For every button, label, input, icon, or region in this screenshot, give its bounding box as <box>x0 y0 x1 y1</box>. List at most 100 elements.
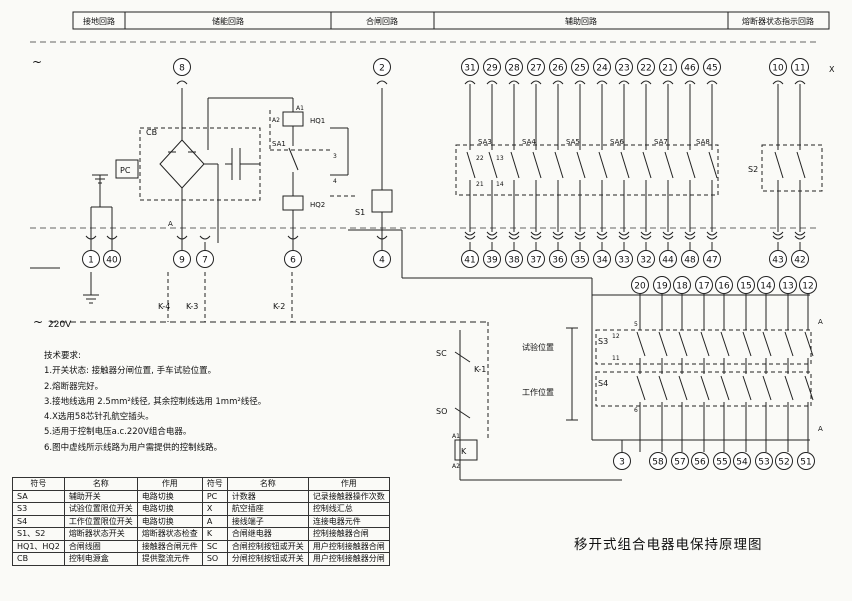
label-sa5: SA5 <box>566 138 580 146</box>
terminal-right-top: 15 <box>737 276 755 294</box>
terminal-top: 22 <box>637 58 655 76</box>
legend-cell: SA <box>12 489 65 503</box>
switch-contact <box>510 151 520 179</box>
terminal-number: 21 <box>662 64 673 74</box>
contact-c21: 21 <box>476 181 484 188</box>
terminal-right-bottom-center: 3 <box>613 452 631 470</box>
label-hq1: HQ1 <box>310 117 325 125</box>
connector-pin <box>684 235 696 240</box>
terminal-bottom: 43 <box>769 250 787 268</box>
terminal-number: 46 <box>684 64 696 74</box>
legend-cell: 记录接触器操作次数 <box>307 489 390 503</box>
terminal-number: 12 <box>802 282 813 292</box>
legend-cell: S3 <box>12 502 65 516</box>
legend-header: 符号 <box>12 477 65 491</box>
switch-contact <box>642 151 652 179</box>
connector-pin <box>794 231 806 236</box>
legend-cell: 电路切换 <box>136 489 203 503</box>
terminal-number: 13 <box>782 282 793 292</box>
terminal-bottom: 44 <box>659 250 677 268</box>
user-control-circuit <box>50 272 622 481</box>
label-s1: S1 <box>355 208 365 217</box>
terminal-number: 1 <box>88 256 94 266</box>
label-sa6: SA6 <box>610 138 624 146</box>
label-s3: S3 <box>598 337 608 346</box>
legend-cell: S1、S2 <box>12 527 65 541</box>
terminal-top: 10 <box>769 58 787 76</box>
terminal-number: 28 <box>508 64 520 74</box>
terminal-number: 58 <box>652 458 664 468</box>
terminal-bottom: 37 <box>527 250 545 268</box>
position-switch-group <box>566 294 812 441</box>
connector-pin <box>574 80 586 85</box>
switch-contact <box>488 151 498 179</box>
terminal-number: 52 <box>778 458 789 468</box>
terminal-number: 53 <box>758 458 769 468</box>
legend-header: 作用 <box>136 477 203 491</box>
terminal-top: 26 <box>549 58 567 76</box>
diagram-title: 移开式组合电器电保持原理图 <box>574 537 763 553</box>
terminal-bottom: 9 <box>173 250 191 268</box>
connector-pin <box>706 231 718 236</box>
terminal-bottom: 1 <box>82 250 100 268</box>
terminal-top: 21 <box>659 58 677 76</box>
terminal-bottom: 6 <box>284 250 302 268</box>
connector-pin <box>662 235 674 240</box>
switch-contact <box>784 331 794 357</box>
terminal-right-bottom: 54 <box>733 452 751 470</box>
connector-pin <box>464 235 476 240</box>
switch-contact <box>686 151 696 179</box>
terminal-number: 4 <box>379 256 385 266</box>
terminal-number: 48 <box>684 256 696 266</box>
note-item: 6.图中虚线所示线路为用户需提供的控制线路。 <box>44 442 223 453</box>
legend-cell: HQ1、HQ2 <box>12 539 65 553</box>
terminal-top: 11 <box>791 58 809 76</box>
label-sa7: SA7 <box>654 138 668 146</box>
switch-contact <box>598 151 608 179</box>
contact-c3: 3 <box>333 153 337 160</box>
contact-c11: 11 <box>612 355 620 362</box>
legend-cell: 工作位置限位开关 <box>63 514 138 528</box>
terminal-number: 31 <box>464 64 475 74</box>
connector-pin <box>772 80 784 85</box>
legend-header: 符号 <box>201 477 228 491</box>
terminal-number: 54 <box>736 458 748 468</box>
terminal-number: 45 <box>706 64 717 74</box>
legend-header: 名称 <box>226 477 309 491</box>
note-item: 1.开关状态: 接触器分闸位置, 手车试验位置。 <box>44 366 217 377</box>
connector-label-x: X <box>829 65 835 74</box>
switch-contact <box>636 375 646 401</box>
connector-pin <box>596 80 608 85</box>
label-a-storage: A <box>168 220 173 228</box>
legend-cell: 控制线汇总 <box>307 502 390 516</box>
connector-pin <box>662 80 674 85</box>
contact-c6: 6 <box>634 407 638 414</box>
contact-c4: 4 <box>333 178 337 185</box>
connector-pin <box>199 235 211 240</box>
terminal-bottom: 41 <box>461 250 479 268</box>
terminal-right-bottom: 57 <box>671 452 689 470</box>
terminal-number: 42 <box>794 256 805 266</box>
connector-pin <box>376 80 388 85</box>
terminal-top: 27 <box>527 58 545 76</box>
connector-pin <box>596 235 608 240</box>
legend-cell: 控制电源盒 <box>63 552 138 566</box>
connector-pin <box>794 80 806 85</box>
auxiliary-switch-group <box>455 144 719 196</box>
connector-pin <box>530 80 542 85</box>
label-k3: K-3 <box>186 302 198 311</box>
header-section-ground: 接地回路 <box>83 16 115 26</box>
terminal-right-bottom: 51 <box>797 452 815 470</box>
legend-cell: 连接电器元件 <box>307 514 390 528</box>
terminal-number: 26 <box>552 64 564 74</box>
label-s2: S2 <box>748 165 758 174</box>
terminal-top: 24 <box>593 58 611 76</box>
header-section-storage: 储能回路 <box>212 16 244 26</box>
